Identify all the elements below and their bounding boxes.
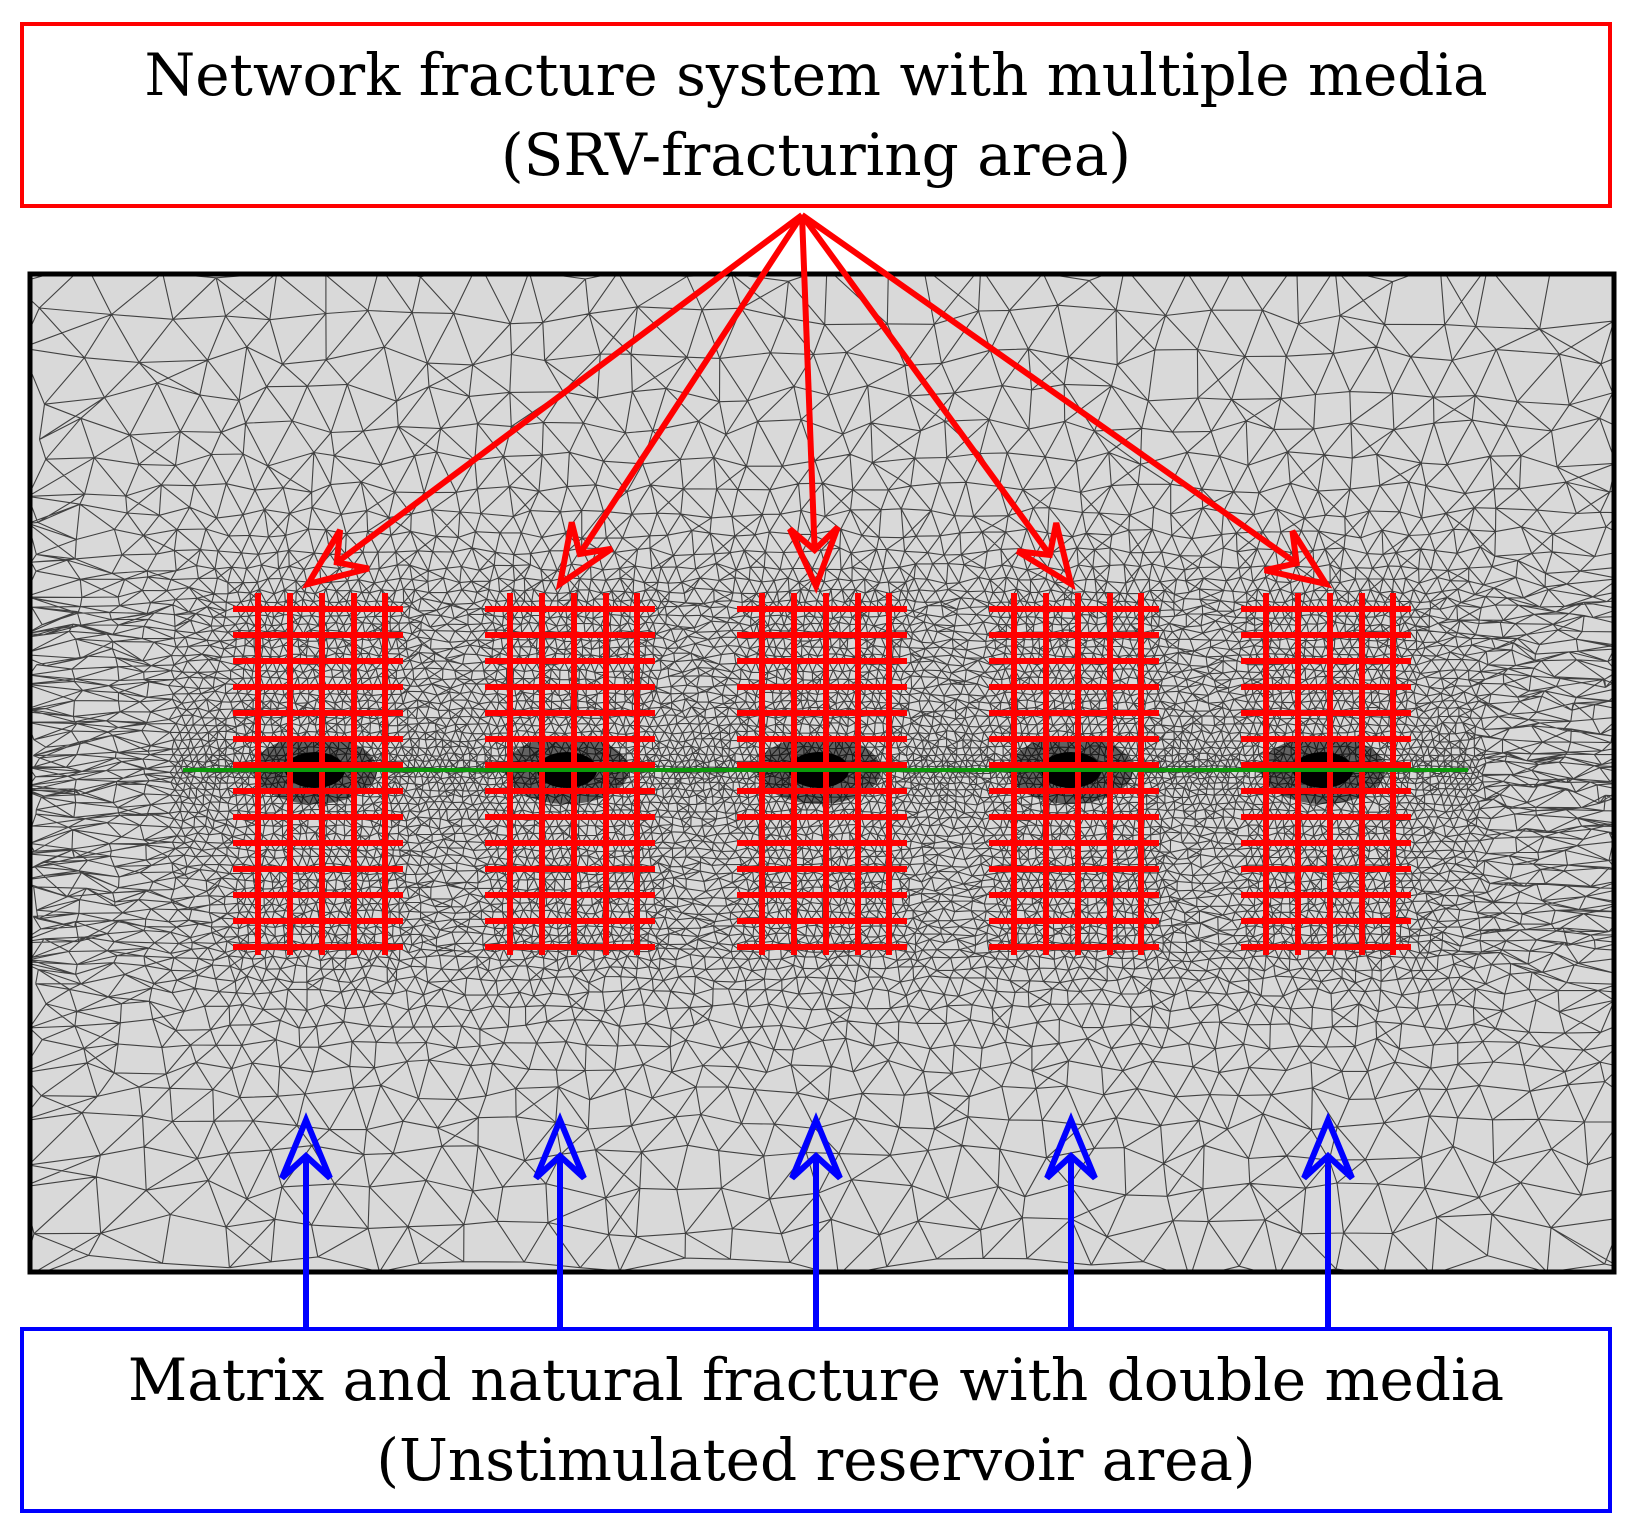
unstimulated-label-line2: (Unstimulated reservoir area) [376,1426,1256,1494]
reservoir-domain-border [27,271,1617,1275]
arrow-head [533,1112,587,1181]
srv-label-line1: Network fracture system with multiple me… [144,41,1488,109]
unstimulated-pointer-arrows [279,1112,1355,1327]
unstimulated-label-box: Matrix and natural fracture with double … [20,1327,1612,1513]
arrow-head [1264,529,1333,589]
arrow-head [1301,1112,1355,1181]
unstimulated-arrow-3 [789,1112,843,1327]
unstimulated-label-line1: Matrix and natural fracture with double … [127,1346,1505,1414]
fracture-networks [233,593,1411,955]
arrow-head [301,528,370,589]
arrow-shaft [799,213,1053,557]
fracture-network-2 [485,593,655,955]
fracture-network-5 [1241,593,1411,955]
unstimulated-arrow-2 [533,1112,587,1327]
arrow-head [1015,522,1076,591]
srv-pointer-arrows [301,212,1333,594]
arrow-shaft [335,212,804,565]
fracture-network-3 [737,593,907,955]
unstimulated-arrow-1 [279,1112,333,1327]
srv-arrow-4 [799,213,1076,591]
arrow-head [555,521,614,591]
arrow-shaft [799,214,818,551]
srv-label-box: Network fracture system with multiple me… [20,22,1612,208]
arrow-head [1044,1112,1098,1181]
arrow-head [789,1112,843,1181]
srv-label-line2: (SRV-fracturing area) [500,121,1132,189]
unstimulated-arrow-4 [1044,1112,1098,1327]
srv-arrow-5 [800,212,1333,589]
srv-arrow-3 [787,214,841,594]
fracture-network-1 [233,593,403,955]
fracture-network-4 [989,593,1159,955]
arrow-head [279,1112,333,1181]
unstimulated-arrow-5 [1301,1112,1355,1327]
arrow-head [787,525,841,594]
arrow-shaft [577,213,805,556]
arrow-shaft [800,212,1299,566]
srv-arrow-2 [555,213,805,591]
srv-arrow-1 [301,212,804,589]
